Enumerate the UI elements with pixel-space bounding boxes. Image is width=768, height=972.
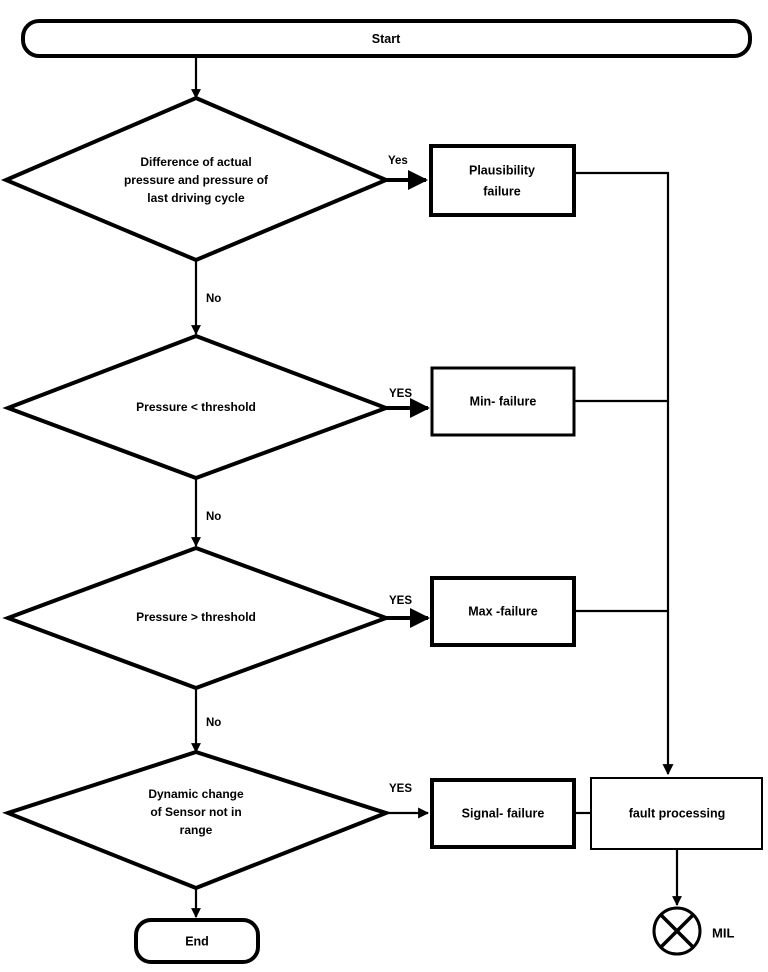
- edge-label-yes-plausibility: Yes: [388, 155, 408, 167]
- edge-label-yes-min: YES: [389, 388, 412, 400]
- node-decision-max[interactable]: Pressure > threshold: [2, 545, 392, 691]
- node-max-failure[interactable]: Max -failure: [430, 576, 576, 647]
- node-decision-plausibility-line3: last driving cycle: [147, 191, 245, 205]
- edge-label-yes-max: YES: [389, 595, 412, 607]
- node-end-label: End: [185, 934, 209, 948]
- node-end[interactable]: End: [134, 918, 260, 964]
- node-start-label: Start: [372, 32, 401, 46]
- node-decision-signal-line1: Dynamic change: [148, 787, 244, 801]
- node-decision-signal-line3: range: [180, 823, 213, 837]
- mil-icon-cross-line-2: [659, 913, 695, 949]
- node-min-failure[interactable]: Min- failure: [430, 366, 576, 437]
- edge-label-no-max: No: [206, 717, 221, 729]
- mil-icon: [652, 906, 702, 956]
- node-max-failure-label: Max -failure: [468, 604, 538, 618]
- node-decision-plausibility[interactable]: Difference of actual pressure and pressu…: [0, 95, 392, 263]
- node-decision-plausibility-line2: pressure and pressure of: [124, 173, 269, 187]
- edge-label-no-plausibility: No: [206, 293, 221, 305]
- edge-label-yes-signal: YES: [389, 783, 412, 795]
- node-decision-min[interactable]: Pressure < threshold: [2, 333, 392, 481]
- mil-label: MIL: [712, 925, 734, 940]
- edge-label-no-min: No: [206, 511, 221, 523]
- node-start[interactable]: Start: [21, 19, 752, 58]
- node-plausibility-failure[interactable]: Plausibility failure: [429, 144, 576, 217]
- connector-bus-to-fault-processing: [574, 171, 674, 776]
- node-signal-failure-label: Signal- failure: [462, 806, 545, 820]
- node-fault-processing[interactable]: fault processing: [590, 777, 763, 850]
- node-fault-processing-label: fault processing: [629, 806, 726, 820]
- node-decision-signal[interactable]: Dynamic change of Sensor not in range: [2, 749, 392, 891]
- node-plausibility-failure-line2: failure: [483, 184, 521, 198]
- node-decision-max-label: Pressure > threshold: [136, 610, 256, 624]
- node-signal-failure[interactable]: Signal- failure: [430, 778, 576, 849]
- node-plausibility-failure-line1: Plausibility: [469, 163, 535, 177]
- node-decision-signal-line2: of Sensor not in: [150, 805, 241, 819]
- node-decision-plausibility-line1: Difference of actual: [140, 155, 251, 169]
- node-decision-min-label: Pressure < threshold: [136, 400, 256, 414]
- node-min-failure-label: Min- failure: [470, 394, 537, 408]
